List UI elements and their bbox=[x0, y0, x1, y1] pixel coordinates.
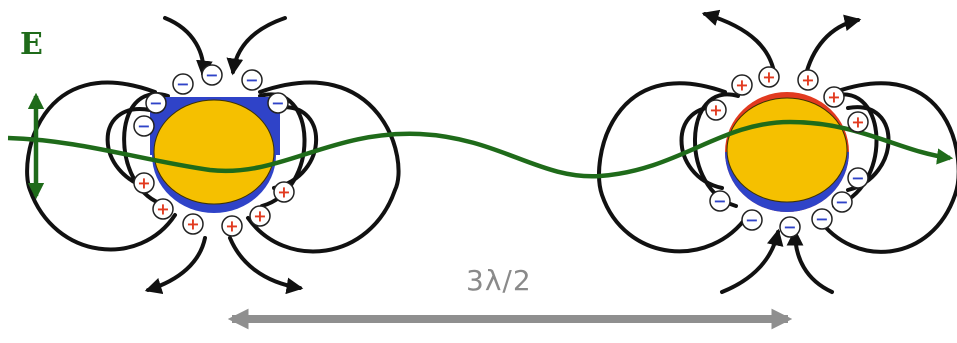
charge-symbol: − bbox=[149, 94, 162, 113]
negative-charge-icon: − bbox=[811, 208, 833, 230]
charge-symbol: + bbox=[709, 101, 722, 120]
right-charges: + + + + + + − − − − − − bbox=[705, 66, 869, 238]
charge-symbol: + bbox=[253, 207, 266, 226]
negative-charge-icon: − bbox=[709, 190, 731, 212]
positive-charge-icon: + bbox=[705, 99, 727, 121]
negative-charge-icon: − bbox=[241, 69, 263, 91]
positive-charge-icon: + bbox=[133, 172, 155, 194]
positive-charge-icon: + bbox=[758, 66, 780, 88]
charge-symbol: + bbox=[735, 76, 748, 95]
charge-symbol: − bbox=[205, 66, 218, 85]
negative-charge-icon: − bbox=[741, 209, 763, 231]
positive-charge-icon: + bbox=[847, 111, 869, 133]
positive-charge-icon: + bbox=[221, 215, 243, 237]
distance-label: 3λ/2 bbox=[466, 264, 532, 297]
charge-symbol: + bbox=[277, 183, 290, 202]
charge-symbol: − bbox=[713, 192, 726, 211]
right-nanoparticle bbox=[725, 92, 849, 212]
negative-charge-icon: − bbox=[172, 73, 194, 95]
incident-wave bbox=[7, 92, 954, 200]
left-nanoparticle bbox=[150, 97, 280, 213]
charge-symbol: + bbox=[801, 71, 814, 90]
charge-symbol: + bbox=[137, 174, 150, 193]
positive-charge-icon: + bbox=[823, 86, 845, 108]
field-label: E bbox=[20, 27, 43, 62]
positive-charge-icon: + bbox=[731, 74, 753, 96]
charge-symbol: − bbox=[137, 117, 150, 136]
left-charges: − − − − − − + + + + + + bbox=[133, 64, 295, 237]
negative-charge-icon: − bbox=[831, 191, 853, 213]
charge-symbol: − bbox=[245, 71, 258, 90]
charge-symbol: − bbox=[835, 193, 848, 212]
charge-symbol: + bbox=[225, 217, 238, 236]
positive-charge-icon: + bbox=[273, 181, 295, 203]
charge-symbol: + bbox=[156, 200, 169, 219]
charge-symbol: + bbox=[827, 88, 840, 107]
charge-symbol: + bbox=[762, 68, 775, 87]
charge-symbol: − bbox=[271, 94, 284, 113]
negative-charge-icon: − bbox=[267, 92, 289, 114]
charge-symbol: + bbox=[851, 113, 864, 132]
charge-symbol: − bbox=[783, 218, 796, 237]
positive-charge-icon: + bbox=[249, 205, 271, 227]
charge-symbol: − bbox=[815, 210, 828, 229]
negative-charge-icon: − bbox=[847, 167, 869, 189]
positive-charge-icon: + bbox=[797, 69, 819, 91]
charge-symbol: − bbox=[851, 169, 864, 188]
charge-symbol: − bbox=[176, 75, 189, 94]
positive-charge-icon: + bbox=[182, 213, 204, 235]
negative-charge-icon: − bbox=[201, 64, 223, 86]
negative-charge-icon: − bbox=[145, 92, 167, 114]
charge-symbol: − bbox=[745, 211, 758, 230]
positive-charge-icon: + bbox=[152, 198, 174, 220]
negative-charge-icon: − bbox=[133, 115, 155, 137]
charge-symbol: + bbox=[186, 215, 199, 234]
negative-charge-icon: − bbox=[779, 216, 801, 238]
